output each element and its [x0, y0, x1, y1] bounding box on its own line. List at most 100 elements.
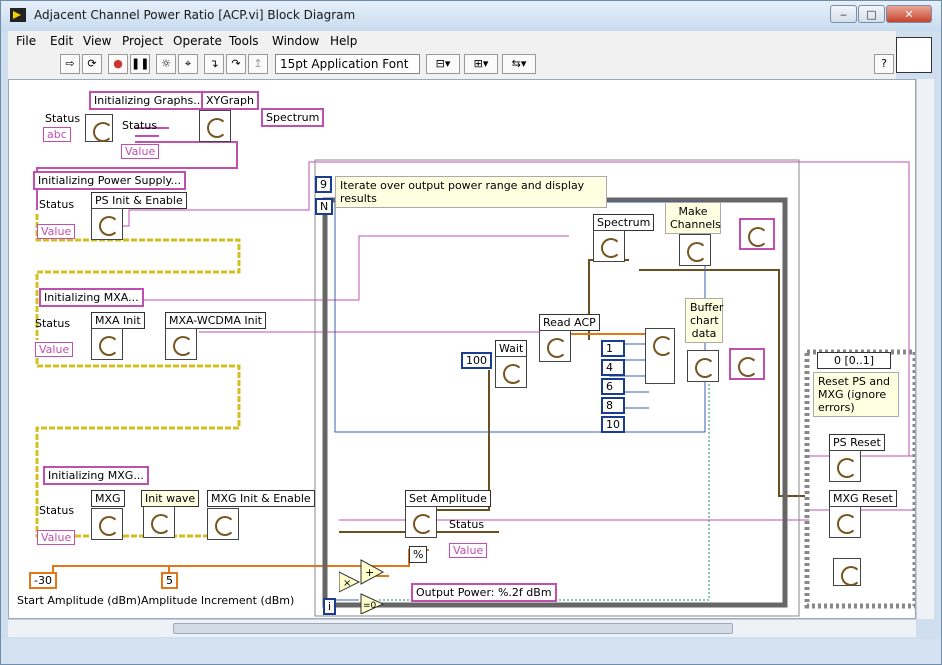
font-selector[interactable]: 15pt Application Font — [275, 54, 420, 74]
format-string-node[interactable]: % — [409, 546, 428, 563]
buffer-comment: Buffer chart data — [685, 298, 723, 343]
make-channels-comment: Make Channels — [665, 202, 721, 234]
status-value-property[interactable]: Value — [121, 144, 160, 159]
help-button[interactable]: ? — [874, 54, 894, 74]
init-ps-string[interactable]: Initializing Power Supply... — [33, 171, 186, 190]
status-label: Status — [39, 504, 75, 517]
build-array-node[interactable] — [645, 328, 675, 384]
channel-constant[interactable]: 1 — [601, 340, 625, 357]
channel-constant[interactable]: 8 — [601, 397, 625, 414]
status-value-property[interactable]: Value — [449, 543, 488, 558]
status-label: Status — [45, 112, 81, 125]
menu-window[interactable]: Window — [272, 34, 320, 48]
menu-tools[interactable]: Tools — [229, 34, 259, 48]
title-bar: Adjacent Channel Power Ratio [ACP.vi] Bl… — [1, 1, 941, 31]
mxg-reset-subvi[interactable] — [829, 506, 861, 538]
step-out-icon[interactable]: ↥ — [248, 54, 268, 74]
buffer-subvi[interactable] — [687, 350, 719, 382]
amplitude-increment-label: Amplitude Increment (dBm) — [141, 594, 295, 607]
window-title: Adjacent Channel Power Ratio [ACP.vi] Bl… — [34, 8, 356, 22]
read-acp-subvi[interactable] — [539, 330, 571, 362]
minimize-button[interactable]: ‒ — [830, 5, 857, 23]
align-objects-icon[interactable]: ⊟▾ — [426, 54, 460, 74]
pause-icon[interactable]: ❚❚ — [130, 54, 150, 74]
restore-button[interactable]: □ — [858, 5, 885, 23]
acp-chart-terminal-icon[interactable] — [729, 348, 765, 380]
menu-help[interactable]: Help — [330, 34, 358, 48]
read-acp-label: Read ACP — [539, 314, 600, 331]
spectrum-reference[interactable]: Spectrum — [261, 108, 325, 127]
mxa-init-label: MXA Init — [91, 312, 145, 329]
reset-comment: Reset PS and MXG (ignore errors) — [813, 372, 899, 417]
mxa-wcdma-label: MXA-WCDMA Init — [165, 312, 266, 329]
status-bar — [1, 639, 941, 664]
spectrum-subvi[interactable] — [593, 230, 625, 262]
case-selector[interactable]: 0 [0..1] — [817, 352, 891, 369]
menu-project[interactable]: Project — [122, 34, 164, 48]
init-wave-subvi[interactable] — [143, 506, 175, 538]
graph-init-subvi[interactable] — [199, 110, 231, 142]
channel-constant[interactable]: 4 — [601, 359, 625, 376]
wait-subvi[interactable] — [495, 356, 527, 388]
toolbar: ⇨ ⟳ ● ❚❚ ☼ ⌖ ↴ ↷ ↥ ⊟▾ ⊞▾ ⇆▾ ? — [8, 51, 896, 79]
status-value-property[interactable]: Value — [35, 342, 74, 357]
mxa-wcdma-subvi[interactable] — [165, 328, 197, 360]
block-diagram-canvas[interactable]: Status abc Initializing Graphs... Status… — [8, 79, 916, 619]
menu-bar: File Edit View Project Operate Tools Win… — [8, 31, 896, 51]
amplitude-increment-control[interactable]: 5 — [161, 572, 178, 589]
init-mxa-string[interactable]: Initializing MXA... — [39, 288, 144, 307]
status-value-property[interactable]: Value — [37, 530, 76, 545]
ps-init-subvi[interactable] — [91, 208, 123, 240]
init-mxg-string[interactable]: Initializing MXG... — [43, 466, 149, 485]
mxg-label: MXG — [91, 490, 125, 507]
menu-file[interactable]: File — [16, 34, 37, 48]
reorder-icon[interactable]: ⇆▾ — [502, 54, 536, 74]
retain-wire-values-icon[interactable]: ⌖ — [178, 54, 198, 74]
set-amplitude-label: Set Amplitude — [405, 490, 491, 507]
ps-init-label: PS Init & Enable — [91, 192, 187, 209]
menu-operate[interactable]: Operate — [173, 34, 222, 48]
loop-count-constant[interactable]: 9 — [315, 176, 332, 193]
make-channels-subvi[interactable] — [679, 234, 711, 266]
wait-hourglass-icon — [85, 114, 113, 142]
status-string-indicator: abc — [43, 127, 71, 142]
loop-comment: Iterate over output power range and disp… — [335, 176, 607, 208]
loop-iteration-terminal: i — [323, 598, 337, 615]
mxg-init-enable-label: MXG Init & Enable — [207, 490, 315, 507]
run-arrow-icon[interactable]: ⇨ — [60, 54, 80, 74]
menu-view[interactable]: View — [83, 34, 112, 48]
mxa-init-subvi[interactable] — [91, 328, 123, 360]
start-amplitude-control[interactable]: -30 — [29, 572, 57, 589]
run-continuous-icon[interactable]: ⟳ — [82, 54, 102, 74]
step-into-icon[interactable]: ↴ — [204, 54, 224, 74]
vi-icon — [896, 37, 932, 73]
init-wave-label: Init wave — [141, 490, 200, 507]
set-amplitude-subvi[interactable] — [405, 506, 437, 538]
wait-ms-constant[interactable]: 100 — [461, 352, 492, 369]
horizontal-scrollbar[interactable] — [8, 619, 916, 637]
vertical-scrollbar[interactable] — [916, 79, 934, 619]
ps-reset-label: PS Reset — [829, 434, 885, 451]
status-label: Status — [35, 317, 71, 330]
mxg-init-subvi[interactable] — [91, 508, 123, 540]
xygraph-reference[interactable]: XYGraph — [201, 91, 259, 110]
close-button[interactable]: ✕ — [886, 5, 932, 23]
xygraph-terminal-icon[interactable] — [739, 218, 775, 250]
svg-text:=0: =0 — [363, 601, 377, 611]
channel-constant[interactable]: 6 — [601, 378, 625, 395]
labview-icon — [10, 8, 26, 22]
abort-icon[interactable]: ● — [108, 54, 128, 74]
horizontal-scroll-thumb[interactable] — [173, 623, 733, 634]
arithmetic-nodes[interactable]: + × =0 — [339, 558, 399, 614]
status-value-property[interactable]: Value — [37, 224, 76, 239]
channel-constants: 1 4 6 8 10 — [601, 340, 625, 433]
output-power-format[interactable]: Output Power: %.2f dBm — [411, 583, 557, 602]
highlight-execution-icon[interactable]: ☼ — [156, 54, 176, 74]
ps-reset-subvi[interactable] — [829, 450, 861, 482]
mxg-init-enable-subvi[interactable] — [207, 508, 239, 540]
distribute-objects-icon[interactable]: ⊞▾ — [464, 54, 498, 74]
init-graphs-string[interactable]: Initializing Graphs... — [89, 91, 209, 110]
channel-constant[interactable]: 10 — [601, 416, 625, 433]
step-over-icon[interactable]: ↷ — [226, 54, 246, 74]
menu-edit[interactable]: Edit — [50, 34, 74, 48]
